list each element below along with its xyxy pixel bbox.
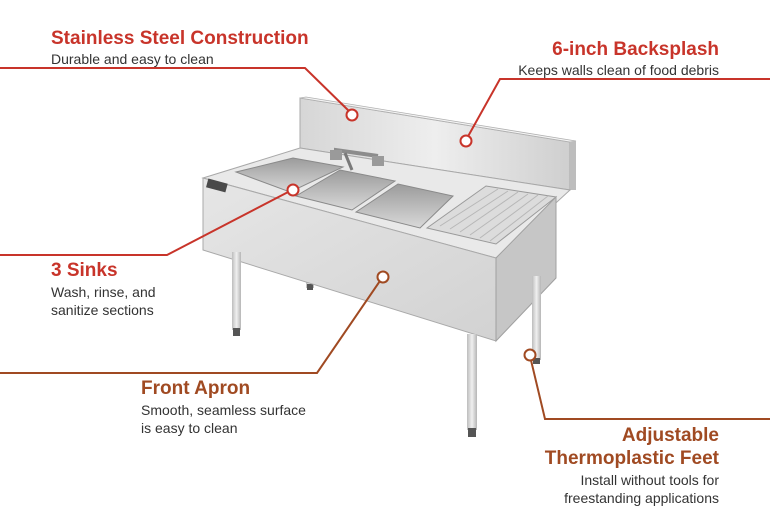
sinks-title: 3 Sinks	[51, 260, 118, 281]
marker-dot-apron	[376, 270, 390, 284]
rear-right-foot	[533, 358, 540, 364]
leader-line-feet	[529, 355, 770, 420]
feet-desc-line1: Install without tools for	[580, 472, 719, 488]
leader-line-sinks	[0, 189, 293, 256]
sinks-desc-line2: sanitize sections	[51, 302, 154, 318]
sink-bowl-2	[294, 169, 397, 211]
rear-right-leg	[532, 276, 541, 360]
backsplash-desc: Keeps walls clean of food debris	[518, 62, 719, 78]
feet-desc-line2: freestanding applications	[564, 490, 719, 506]
brand-logo-plate	[206, 178, 228, 193]
front-apron-desc-line2: is easy to clean	[141, 420, 238, 436]
feet-title-line2: Thermoplastic Feet	[544, 448, 719, 469]
front-apron-desc-line1: Smooth, seamless surface	[141, 402, 306, 418]
stainless-steel-desc: Durable and easy to clean	[51, 51, 214, 67]
rear-foot	[307, 284, 313, 290]
stainless-steel-title: Stainless Steel Construction	[51, 28, 309, 49]
front-apron-title: Front Apron	[141, 378, 251, 399]
front-left-leg	[232, 252, 241, 330]
marker-dot-stainless	[345, 108, 359, 122]
sink-bowl-1	[234, 157, 345, 193]
front-right-foot	[468, 428, 476, 437]
marker-dot-sinks	[286, 183, 300, 197]
backsplash-title: 6-inch Backsplash	[552, 39, 719, 60]
front-left-foot	[233, 328, 240, 336]
faucet	[330, 147, 384, 171]
marker-dot-feet	[523, 348, 537, 362]
front-right-leg	[467, 334, 477, 430]
sink-bowl-3	[354, 183, 455, 229]
leader-line-stainless	[0, 67, 353, 115]
leader-line-backsplash	[465, 78, 770, 141]
feet-title-line1: Adjustable	[621, 425, 719, 446]
side-panel	[495, 195, 557, 343]
marker-dot-backsplash	[459, 134, 473, 148]
leader-line-apron	[0, 277, 383, 374]
sinks-desc-line1: Wash, rinse, and	[51, 284, 156, 300]
